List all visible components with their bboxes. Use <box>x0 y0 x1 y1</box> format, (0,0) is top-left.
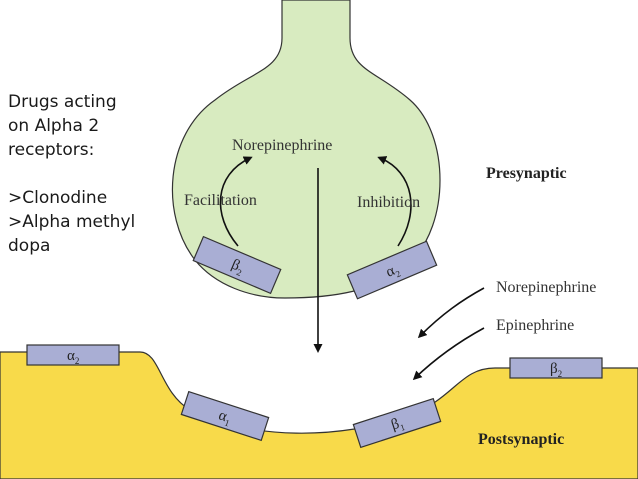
notes-title-line: Drugs acting <box>8 92 117 112</box>
receptor-pre-alpha2: α2 <box>346 240 438 300</box>
epinephrine-label: Epinephrine <box>496 317 574 334</box>
drug-item: >Alpha methyl <box>8 212 136 232</box>
norepinephrine-outside-label: Norepinephrine <box>496 279 596 296</box>
drug-notes: Drugs acting on Alpha 2 receptors: >Clon… <box>8 90 178 258</box>
receptor-post-beta2: β2 <box>509 357 603 379</box>
inhibition-label: Inhibition <box>357 194 420 211</box>
facilitation-arrow <box>219 156 253 247</box>
presynaptic-terminal <box>171 0 441 299</box>
receptor-pre-beta2: β2 <box>192 235 282 295</box>
postsynaptic-cell <box>0 351 638 479</box>
notes-title-line: on Alpha 2 <box>8 116 100 136</box>
drug-item: dopa <box>8 236 51 256</box>
inhibition-arrow <box>377 156 412 247</box>
receptor-post-alpha2: α2 <box>26 344 120 366</box>
receptor-post-beta1: β1 <box>352 397 442 449</box>
epinephrine-arrow <box>412 327 485 381</box>
facilitation-label: Facilitation <box>184 192 257 209</box>
notes-title-line: receptors: <box>8 140 95 160</box>
svg-text:α1: α1 <box>216 407 233 428</box>
svg-text:α2: α2 <box>67 348 79 366</box>
drug-item: >Clonodine <box>8 188 108 208</box>
svg-text:β2: β2 <box>550 361 562 379</box>
receptor-post-alpha1: α1 <box>180 390 270 442</box>
norepinephrine-inside-label: Norepinephrine <box>232 137 332 154</box>
postsynaptic-label: Postsynaptic <box>478 431 564 448</box>
presynaptic-label: Presynaptic <box>486 165 567 182</box>
norepinephrine-arrow <box>417 287 485 339</box>
svg-text:β2: β2 <box>228 257 246 278</box>
